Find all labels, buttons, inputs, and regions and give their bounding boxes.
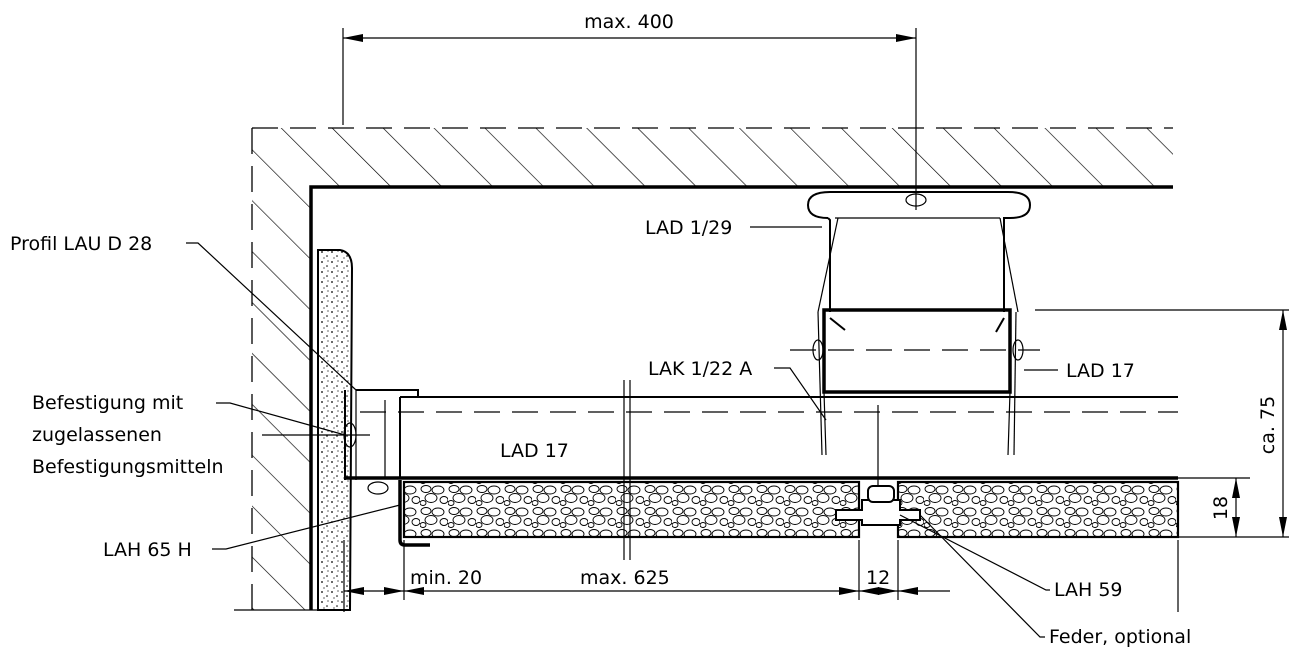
wall-finish xyxy=(317,249,354,611)
label-befestigung-line2: zugelassenen xyxy=(32,424,162,446)
label-12: 12 xyxy=(866,567,890,589)
label-lak-1-22a: LAK 1/22 A xyxy=(648,358,752,380)
concrete-structure xyxy=(234,127,1173,611)
label-min-20: min. 20 xyxy=(410,567,482,589)
profile-lad-17 xyxy=(344,389,1178,480)
leader-lines xyxy=(186,226,1058,638)
clip-lak-1-22a xyxy=(790,308,1040,456)
label-lah-59: LAH 59 xyxy=(1054,579,1123,601)
label-lad-1-29: LAD 1/29 xyxy=(645,217,732,239)
label-18: 18 xyxy=(1210,496,1232,520)
label-lad-17-center: LAD 17 xyxy=(500,440,569,462)
right-dimensions: ca. 75 18 xyxy=(1178,310,1289,538)
label-befestigung-line3: Befestigungsmitteln xyxy=(32,456,224,478)
dimension-max-400: max. 400 xyxy=(342,11,917,210)
break-lines xyxy=(623,380,631,560)
label-befestigung-line1: Befestigung mit xyxy=(32,392,183,414)
label-max-625: max. 625 xyxy=(580,567,670,589)
label-max-400: max. 400 xyxy=(584,11,674,33)
label-lah-65h: LAH 65 H xyxy=(103,539,192,561)
label-feder-optional: Feder, optional xyxy=(1049,626,1191,648)
label-lad-17-right: LAD 17 xyxy=(1066,360,1135,382)
label-ca-75: ca. 75 xyxy=(1257,396,1279,454)
bottom-dimensions: min. 20 max. 625 12 xyxy=(343,540,1179,612)
label-profil-lau-d-28: Profil LAU D 28 xyxy=(10,233,152,255)
ceiling-tiles xyxy=(367,405,1180,547)
structure-inner-edge xyxy=(309,185,1173,610)
hanger-lad-1-29 xyxy=(806,191,1032,313)
